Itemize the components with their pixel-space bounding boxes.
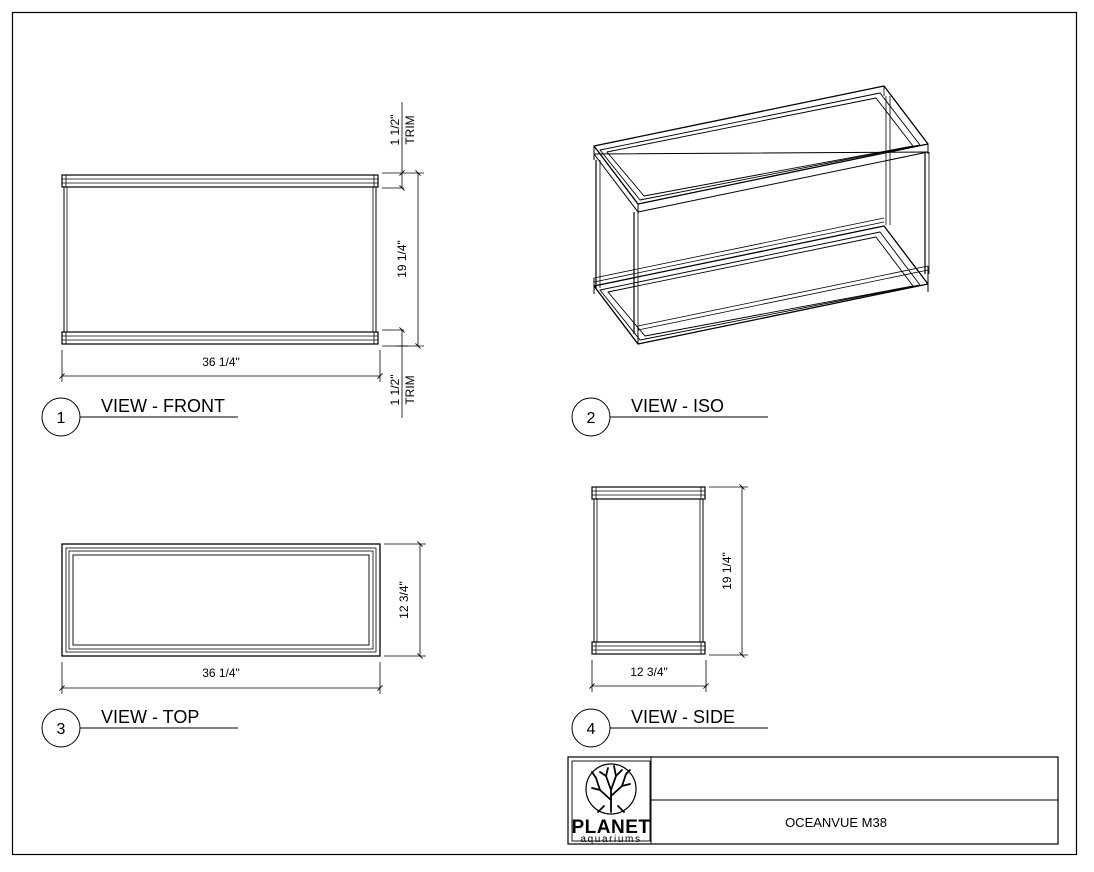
side-depth-dimension — [589, 660, 709, 692]
view-3-number: 3 — [57, 721, 66, 738]
top-depth-dimension — [384, 541, 426, 659]
front-bottom-trim-word: TRIM — [403, 375, 417, 404]
view-2-number: 2 — [587, 410, 596, 427]
model-name: OCEANVUE M38 — [785, 815, 887, 830]
view-2-title: VIEW - ISO — [631, 396, 724, 416]
front-top-trim-word: TRIM — [403, 115, 417, 144]
front-width-label: 36 1/4" — [202, 355, 240, 369]
side-height-dimension — [709, 484, 748, 658]
brand-subtitle: aquariums — [580, 834, 641, 845]
front-view-drawing — [61, 174, 379, 345]
top-depth-label: 12 3/4" — [397, 581, 411, 619]
view-1-number: 1 — [57, 410, 66, 427]
coral-logo-icon — [585, 763, 637, 815]
view-3-title: VIEW - TOP — [101, 707, 199, 727]
top-width-dimension — [59, 662, 383, 694]
title-block — [567, 756, 1059, 845]
front-bottom-trim-size: 1 1/2" — [388, 375, 402, 406]
sheet-border — [11, 11, 1078, 856]
side-depth-label: 12 3/4" — [630, 665, 668, 679]
side-height-label: 19 1/4" — [720, 552, 734, 590]
iso-view-drawing — [593, 85, 930, 345]
front-height-label: 19 1/4" — [395, 240, 409, 278]
view-1-title: VIEW - FRONT — [101, 396, 225, 416]
top-width-label: 36 1/4" — [202, 666, 240, 680]
front-top-trim-size: 1 1/2" — [388, 115, 402, 146]
view-4-title: VIEW - SIDE — [631, 707, 735, 727]
front-height-dimension — [382, 102, 424, 418]
top-view-drawing — [61, 543, 381, 657]
front-width-dimension — [59, 350, 383, 382]
brand-name: PLANET — [572, 817, 651, 838]
view-4-number: 4 — [587, 721, 596, 738]
side-view-drawing — [591, 486, 706, 655]
